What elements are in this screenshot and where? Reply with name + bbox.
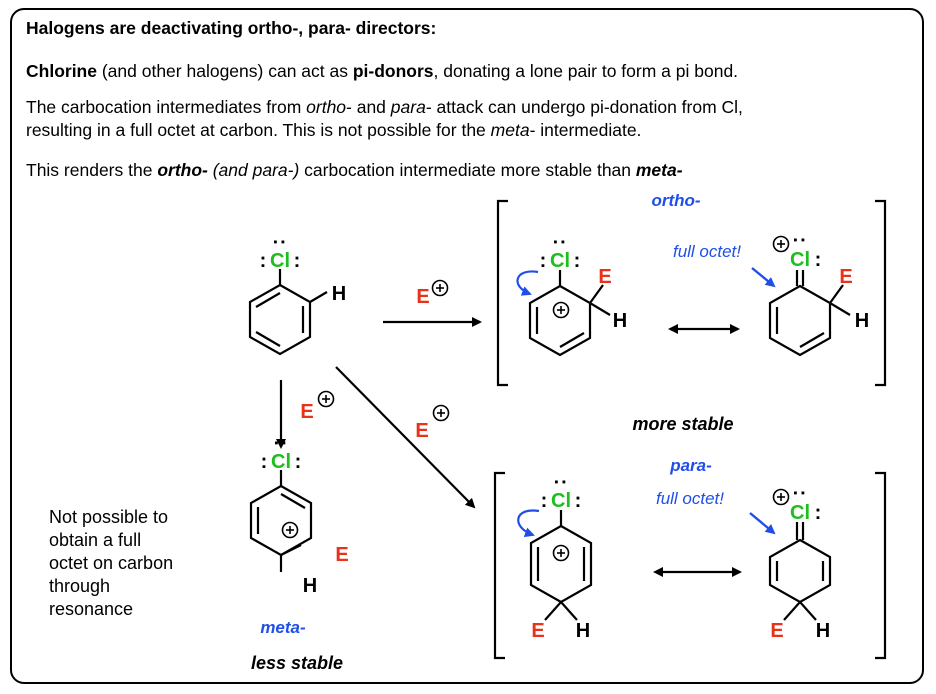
paragraph-1: Chlorine (and other halogens) can act as… [26,61,739,81]
lone-pair-right: : [295,451,302,473]
hydrogen-label: H [855,310,869,332]
hydrogen-label: H [576,620,590,642]
chlorine-label: Cl [271,451,291,473]
full-octet-pointer [749,512,776,535]
chlorine-label: Cl [790,249,810,271]
plus-charge-icon [552,544,570,562]
plus-charge-icon [317,390,335,408]
curved-electron-arrow [517,509,540,537]
chlorine-label: Cl [551,490,571,512]
chlorine-label: Cl [790,502,810,524]
paragraph-3: This renders the ortho- (and para-) carb… [26,160,683,180]
ortho-bracket [496,199,887,387]
electrophile-label: E [598,266,611,288]
svg-text:octet on carbon: octet on carbon [49,553,173,573]
curved-electron-arrow [516,270,539,296]
lone-pair-right: : [815,249,822,271]
svg-text:resonance: resonance [49,599,133,619]
lone-pair-top: : [269,239,291,246]
lone-pair-left: : [540,250,547,272]
svg-text:through: through [49,576,110,596]
hydrogen-label: H [303,575,317,597]
ortho-intermediate-chloronium: Cl : : E H [768,235,869,357]
content-frame [10,8,924,684]
electrophile-label: E [335,544,348,566]
less-stable-label: less stable [251,653,343,673]
lone-pair-right: : [575,490,582,512]
svg-text:Not possible to: Not possible to [49,507,168,527]
electrophile-label: E [416,286,429,308]
arrow-to-meta: E [276,380,335,449]
lone-pair-left: : [261,451,268,473]
lone-pair-right: : [574,250,581,272]
lone-pair-top: : [789,490,811,497]
hydrogen-label: H [332,283,346,305]
para-intermediate-carbocation: Cl : : : E H [517,479,593,642]
electrophile-label: E [839,266,852,288]
electrophile-label: E [770,620,783,642]
meta-intermediate-carbocation: Cl : : : E H [249,440,349,597]
lone-pair-top: : [549,239,571,246]
plus-charge-icon [281,521,299,539]
plus-charge-icon [552,301,570,319]
para-label: para- [669,456,712,475]
plus-charge-icon [431,279,449,297]
lone-pair-top: : [270,440,292,447]
ortho-label: ortho- [651,191,700,210]
hydrogen-label: H [613,310,627,332]
para-intermediate-chloronium: Cl : : E H [768,488,832,642]
lone-pair-right: : [815,502,822,524]
lone-pair-top: : [550,479,572,486]
full-octet-label-ortho: full octet! [673,242,741,261]
svg-text:obtain a full: obtain a full [49,530,141,550]
arrow-to-ortho: E [383,279,482,327]
paragraph-2-line-1: The carbocation intermediates from ortho… [26,97,743,117]
meta-label: meta- [260,618,306,637]
full-octet-label-para: full octet! [656,489,724,508]
more-stable-label: more stable [632,414,733,434]
chlorine-label: Cl [270,250,290,272]
plus-charge-icon [772,235,790,253]
arrow-to-para: E [335,366,476,509]
meta-note: Not possible to obtain a full octet on c… [49,507,173,619]
chlorine-label: Cl [550,250,570,272]
para-bracket [493,471,887,660]
ortho-intermediate-carbocation: Cl : : : E H [516,239,627,357]
lone-pair-right: : [294,250,301,272]
lone-pair-left: : [541,490,548,512]
heading: Halogens are deactivating ortho-, para- … [26,18,437,38]
chlorobenzene: Cl : : : H [248,239,346,356]
lone-pair-left: : [260,250,267,272]
plus-charge-icon [772,488,790,506]
lone-pair-top: : [789,237,811,244]
full-octet-pointer [751,267,776,288]
hydrogen-label: H [816,620,830,642]
electrophile-label: E [415,420,428,442]
paragraph-2-line-2: resulting in a full octet at carbon. Thi… [26,120,642,140]
electrophile-label: E [531,620,544,642]
plus-charge-icon [432,404,450,422]
electrophile-label: E [300,401,313,423]
